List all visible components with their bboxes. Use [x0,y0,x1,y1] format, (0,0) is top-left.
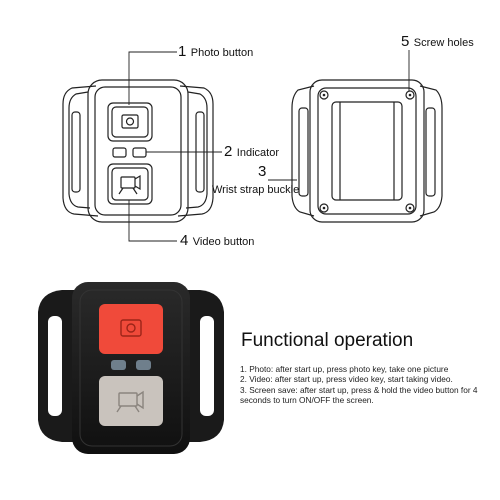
photo-strap-slot-right [200,316,214,416]
photo-red-button-camera-icon [120,319,142,337]
screw-hole-top-left [319,90,329,100]
callout-label: Wrist strap buckle [212,184,300,196]
front-camera-icon [121,114,139,129]
photo-indicator-led-left [111,360,126,370]
leader-video [128,200,177,242]
callout-number: 4 [180,232,189,249]
callout-number: 3 [258,163,267,180]
callout-label: Indicator [236,147,279,159]
screw-hole-bottom-right [405,203,415,213]
callout-label: Video button [192,236,255,248]
back-strap-right [419,85,443,217]
photo-red-button [99,304,163,354]
callout-strap-label: Wrist strap buckle [212,180,299,198]
photo-indicator-led-right [136,360,151,370]
front-indicator-led-left [112,147,127,158]
functional-operation-heading: Functional operation [241,330,414,351]
callout-video-button: 4 Video button [180,232,254,250]
front-body-outline [87,79,189,223]
callout-screw-holes: 5 Screw holes [401,33,474,51]
step-video: 2. Video: after start up, press video ke… [240,374,453,385]
functional-operation-steps: 1. Photo: after start up, press photo ke… [240,364,498,406]
step-photo: 1. Photo: after start up, press photo ke… [240,364,449,374]
step-screen-save: 3. Screen save: after start up, press & … [240,384,478,406]
front-indicator-led-right [132,147,147,158]
callout-photo-button: 1 Photo button [178,43,253,61]
callout-strap-number: 3 [258,163,266,181]
back-body-outline [309,79,425,223]
callout-number: 2 [224,143,233,160]
front-video-icon [120,176,136,189]
front-strap-left [62,85,99,217]
photo-grey-button-video-icon [118,392,138,407]
photo-strap-slot-left [48,316,62,416]
screw-hole-bottom-left [319,203,329,213]
front-photo-button [107,102,153,142]
callout-label: Screw holes [413,37,474,49]
front-strap-right [177,85,214,217]
back-strap-left [291,85,315,217]
photo-grey-button [99,376,163,426]
leader-photo [128,51,177,105]
callout-indicator: 2 Indicator [224,143,279,161]
callout-number: 5 [401,33,410,50]
callout-number: 1 [178,43,187,60]
screw-hole-top-right [405,90,415,100]
front-video-button [107,163,153,205]
callout-label: Photo button [190,47,254,59]
